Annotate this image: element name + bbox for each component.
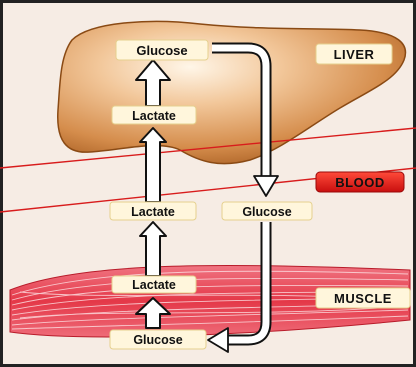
svg-text:Lactate: Lactate (132, 109, 176, 123)
svg-text:Lactate: Lactate (132, 278, 176, 292)
label-lactate-liver: Lactate (112, 106, 196, 124)
svg-text:Glucose: Glucose (242, 205, 291, 219)
label-glucose-blood: Glucose (222, 202, 312, 220)
svg-text:MUSCLE: MUSCLE (334, 291, 392, 306)
label-glucose-muscle: Glucose (110, 330, 206, 349)
svg-text:Glucose: Glucose (136, 43, 187, 58)
svg-text:Glucose: Glucose (133, 333, 182, 347)
blood-tag: BLOOD (316, 172, 404, 192)
svg-text:Lactate: Lactate (131, 205, 175, 219)
label-lactate-blood: Lactate (110, 202, 196, 220)
muscle-tag: MUSCLE (316, 288, 410, 308)
liver-tag: LIVER (316, 44, 392, 64)
label-glucose-liver: Glucose (116, 40, 208, 60)
svg-text:BLOOD: BLOOD (335, 175, 384, 190)
svg-text:LIVER: LIVER (334, 47, 375, 62)
label-lactate-muscle: Lactate (112, 276, 196, 293)
